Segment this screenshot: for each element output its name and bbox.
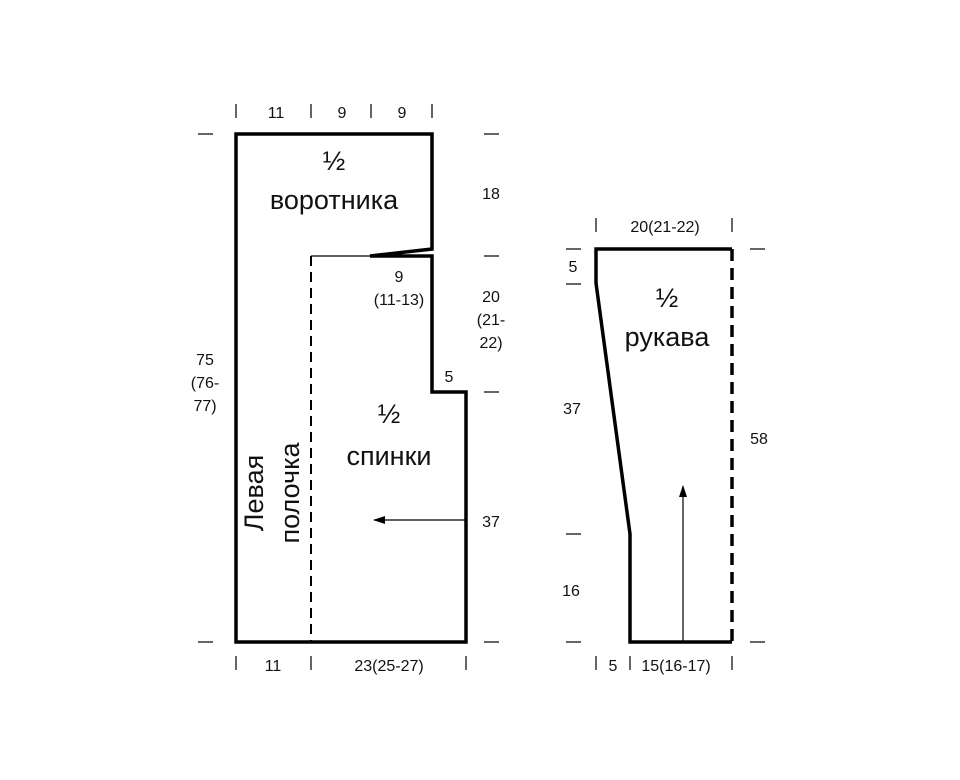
back-label-fraction: ½ xyxy=(378,399,401,429)
sleeve-cap-height: 5 xyxy=(569,259,578,276)
sleeve-total-length: 58 xyxy=(750,431,768,448)
total-length-1: 75 xyxy=(196,352,214,369)
bottom-width-2: 23(25-27) xyxy=(354,658,423,675)
sleeve-label-name: рукава xyxy=(625,322,711,352)
collar-label-name: воротника xyxy=(270,185,399,215)
collar-height: 18 xyxy=(482,186,500,203)
sleeve-label-fraction: ½ xyxy=(656,283,679,313)
armhole-height-2: (21- xyxy=(477,312,505,329)
collar-step-value: 9 xyxy=(395,269,404,286)
sleeve-outline xyxy=(594,247,732,644)
sleeve-cuff-height: 16 xyxy=(562,583,580,600)
lower-length: 37 xyxy=(482,514,500,531)
left-front-label: Левая полочка xyxy=(239,442,305,544)
total-length-3: 77) xyxy=(193,398,216,415)
shoulder-step: 5 xyxy=(445,369,454,386)
sleeve-bottom-width-2: 15(16-17) xyxy=(641,658,710,675)
left-front-label-line-2: полочка xyxy=(275,442,305,544)
top-width-2: 9 xyxy=(338,105,347,122)
armhole-height-3: 22) xyxy=(479,335,502,352)
sleeve-taper-height: 37 xyxy=(563,401,581,418)
sleeve-top-width: 20(21-22) xyxy=(630,219,699,236)
top-width-1: 11 xyxy=(268,105,285,122)
armhole-height-1: 20 xyxy=(482,289,500,306)
sleeve-pattern: 20(21-22) 5 ½ рукава 37 58 16 5 15(16-17… xyxy=(562,218,768,675)
collar-step-range: (11-13) xyxy=(374,292,424,309)
body-pattern: 11 9 9 ½ воротника 18 9 (11-13) 20 (21- … xyxy=(191,104,505,675)
back-label-name: спинки xyxy=(346,441,431,471)
left-front-label-line-1: Левая xyxy=(239,455,269,531)
total-length-2: (76- xyxy=(191,375,219,392)
top-width-3: 9 xyxy=(398,105,407,122)
sleeve-bottom-width-1: 5 xyxy=(609,658,618,675)
collar-label-fraction: ½ xyxy=(323,146,346,176)
bottom-width-1: 11 xyxy=(265,658,282,675)
body-outline xyxy=(234,132,468,644)
